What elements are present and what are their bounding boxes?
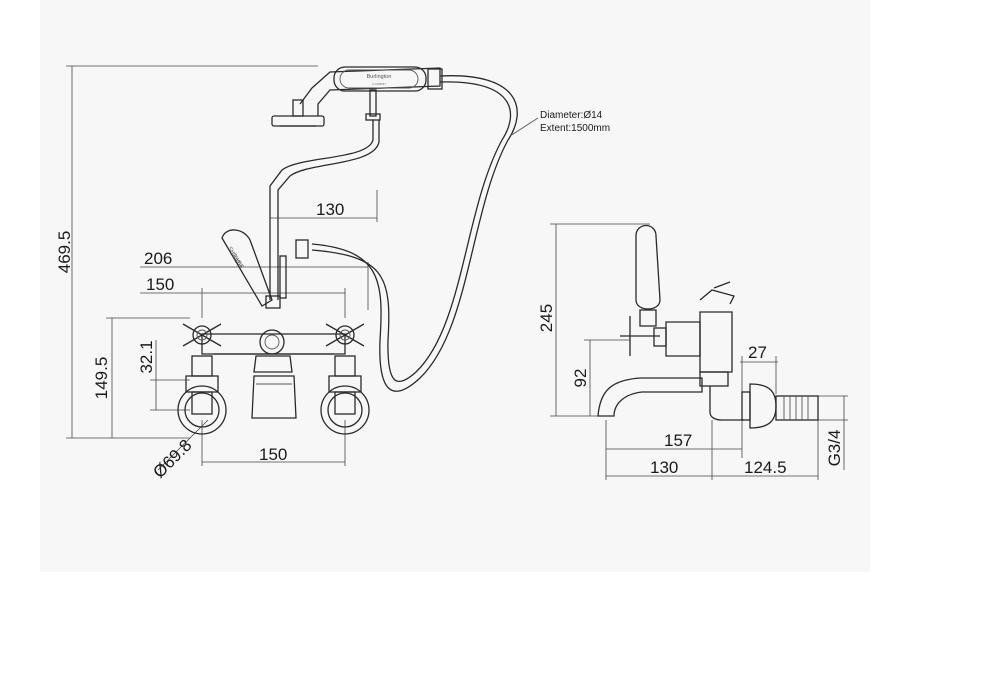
dimension-spout-reach-label: 157: [664, 431, 692, 450]
dimension-side-height: 245: [537, 223, 650, 417]
hose-note-diameter: Diameter:Ø14: [540, 110, 603, 121]
dimension-width-centres-bottom: 150: [201, 420, 346, 466]
side-valve-body: [665, 281, 735, 387]
dimension-flange-depth-label: 27: [748, 343, 767, 362]
dimension-inlet-offset-label: 32.1: [137, 340, 156, 373]
bath-spout: [251, 355, 297, 419]
handset-brand-label: Burlington: [367, 74, 392, 80]
dimension-handset-offset-label: 130: [316, 200, 344, 219]
side-view: 245 92 27 157 130 124.5: [537, 223, 848, 480]
dimension-thread-label: G3/4: [825, 430, 844, 467]
dimension-width-outer: 206: [140, 249, 369, 310]
dimension-width-outer-label: 206: [144, 249, 172, 268]
side-lower-pipe: [709, 386, 744, 421]
drawing-background: [40, 0, 870, 572]
dimension-inlet-length-label: 124.5: [744, 458, 787, 477]
dimension-width-centres-top-label: 150: [146, 275, 174, 294]
dimension-width-centres-bottom-label: 150: [259, 445, 287, 464]
left-wall-flange: [177, 385, 227, 435]
side-wall-flange: [741, 383, 819, 429]
dimension-flange-depth: 27: [740, 343, 778, 394]
dimension-spout-to-wall-label: 130: [650, 458, 678, 477]
dimension-side-height-label: 245: [537, 304, 556, 332]
dimension-handset-offset: 130: [269, 190, 378, 222]
dimension-overall-height-label: 469.5: [55, 231, 74, 274]
handset-cradle: [269, 89, 381, 300]
dimension-spout-reach: 157: [605, 420, 743, 480]
shower-handset: Burlington London: [271, 66, 443, 127]
hose-connector: [295, 239, 309, 259]
dimension-height-to-handles-label: 149.5: [92, 357, 111, 400]
dimension-spout-height-label: 92: [571, 369, 590, 388]
hose-note-leader: [509, 117, 539, 137]
dimension-spout-height: 92: [571, 339, 630, 416]
side-diverter-lever: [635, 224, 661, 327]
hose-note-extent: Extent:1500mm: [540, 123, 610, 134]
side-bath-spout: [597, 377, 703, 417]
handset-city-label: London: [372, 81, 385, 86]
valve-body: [201, 329, 346, 355]
shower-hose-inner: [311, 81, 512, 382]
dimension-inlet-offset: 32.1: [137, 340, 190, 411]
shower-hose: [311, 75, 518, 392]
dimension-height-to-handles: 149.5: [92, 317, 190, 438]
upper-body-stub: [279, 255, 287, 299]
dimension-overall-height: 469.5: [55, 65, 318, 439]
dimension-width-centres-top: 150: [140, 275, 346, 318]
right-wall-flange: [320, 385, 370, 435]
front-view: 469.5 149.5 32.1 206 150: [55, 65, 610, 482]
